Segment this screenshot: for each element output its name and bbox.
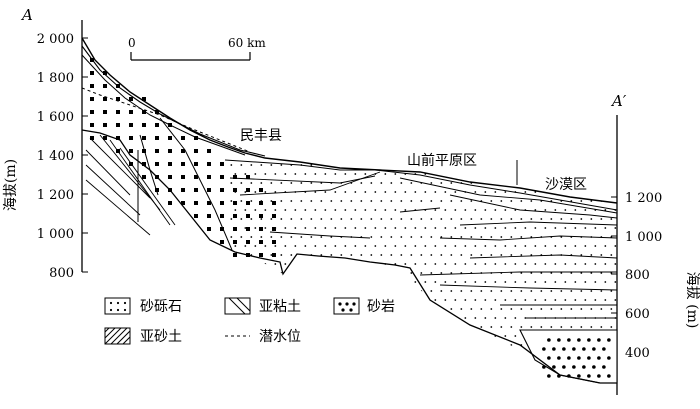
- left-tick-1800: 1 800: [37, 71, 74, 86]
- legend-item-sandstone: 砂岩: [333, 297, 395, 315]
- region-label-minfeng: 民丰县: [240, 128, 282, 144]
- legend-item-gravel: 砂砾石: [104, 297, 182, 315]
- right-tick-400: 400: [625, 346, 650, 361]
- legend-label-subclay: 亚粘土: [259, 299, 301, 315]
- left-elevation-axis: [81, 20, 88, 273]
- legend: 砂砾石 亚粘土 砂岩 亚砂土 潜水位: [104, 297, 395, 345]
- right-tick-1200: 1 200: [625, 191, 662, 206]
- legend-label-subsandy: 亚砂土: [140, 329, 182, 345]
- legend-label-gravel: 砂砾石: [140, 299, 182, 315]
- legend-item-subsandy: 亚砂土: [104, 327, 182, 345]
- region-label-piedmont-plain: 山前平原区: [407, 152, 477, 169]
- scale-end-label: 60 km: [228, 36, 266, 50]
- scale-bar: [130, 52, 251, 61]
- sandstone-body: [519, 329, 618, 384]
- right-tick-600: 600: [625, 307, 650, 322]
- right-tick-800: 800: [625, 268, 650, 283]
- legend-item-subclay: 亚粘土: [224, 297, 301, 315]
- corner-label-a: A: [20, 6, 33, 24]
- left-axis-title: 海拔(m): [3, 159, 19, 211]
- scale-start-label: 0: [128, 36, 136, 50]
- left-tick-1400: 1 400: [37, 149, 74, 164]
- left-tick-1000: 1 000: [37, 227, 74, 242]
- right-tick-1000: 1 000: [625, 230, 662, 245]
- left-tick-2000: 2 000: [37, 32, 74, 47]
- region-label-desert: 沙漠区: [545, 177, 587, 193]
- legend-label-sandstone: 砂岩: [367, 299, 395, 315]
- left-tick-800: 800: [49, 266, 74, 281]
- legend-label-watertable: 潜水位: [259, 329, 301, 345]
- legend-item-watertable: 潜水位: [225, 329, 301, 345]
- right-axis-title: 海拔 (m): [684, 272, 700, 329]
- left-tick-1200: 1 200: [37, 188, 74, 203]
- subclay-hatch: [85, 134, 176, 236]
- left-tick-1600: 1 600: [37, 110, 74, 125]
- corner-label-a-prime: A′: [610, 92, 627, 110]
